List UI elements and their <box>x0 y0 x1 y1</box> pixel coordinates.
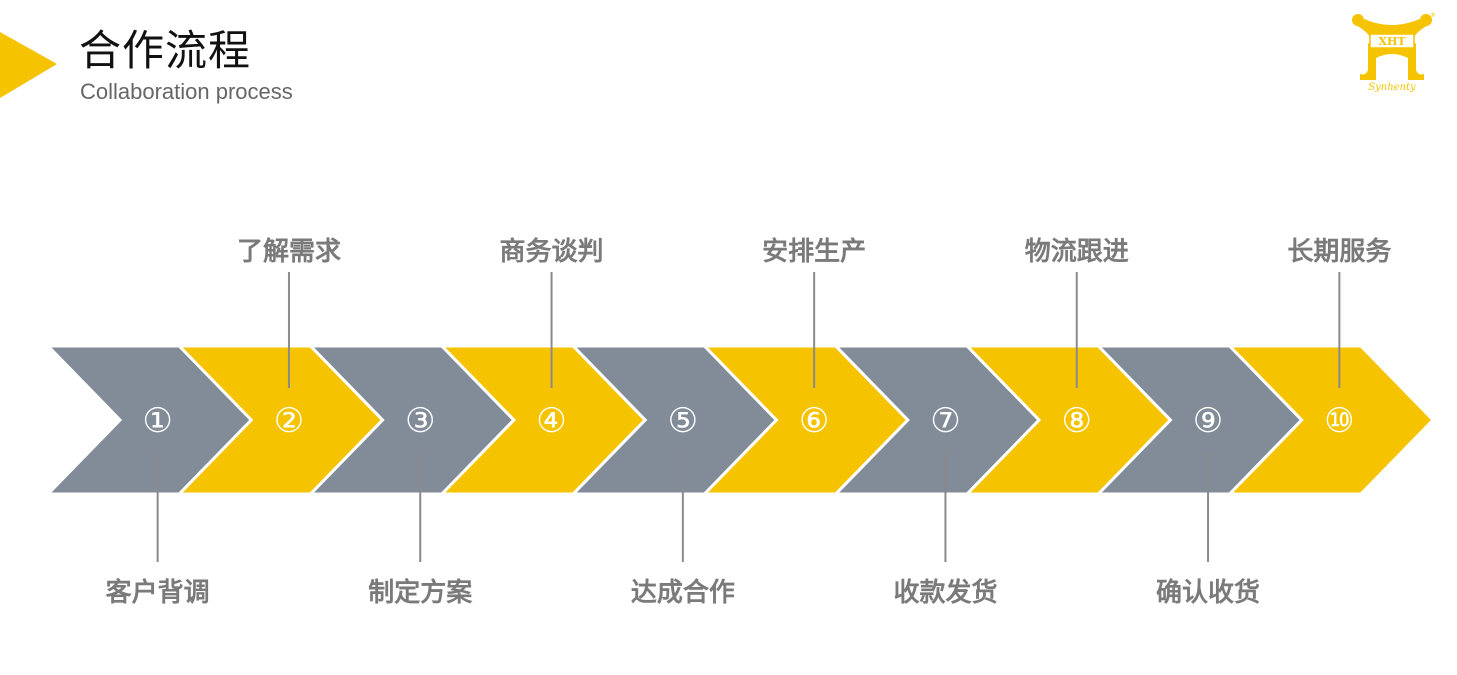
step-number-9: ⑨ <box>1193 401 1223 441</box>
step-number-1: ① <box>142 401 172 441</box>
step-number-3: ③ <box>405 401 435 441</box>
logo-script: Synhenty <box>1368 82 1416 92</box>
step-number-5: ⑤ <box>668 401 698 441</box>
step-number-10: ⑩ <box>1324 401 1354 441</box>
logo-registered-mark: ® <box>1430 12 1436 19</box>
step-number-2: ② <box>274 401 304 441</box>
logo-text: XHT <box>1378 35 1406 48</box>
step-label-1: 客户背调 <box>106 577 210 608</box>
step-label-7: 收款发货 <box>893 577 997 608</box>
step-label-6: 安排生产 <box>762 237 866 267</box>
chevron-step-10 <box>1226 344 1436 496</box>
step-number-8: ⑧ <box>1062 401 1092 441</box>
step-number-6: ⑥ <box>799 401 829 441</box>
step-label-5: 达成合作 <box>631 577 735 608</box>
corner-triangle-decoration <box>0 32 57 98</box>
step-label-2: 了解需求 <box>237 237 341 267</box>
page-subtitle: Collaboration process <box>80 79 293 104</box>
step-label-9: 确认收货 <box>1156 577 1260 608</box>
xht-logo: XHT ® Synhenty <box>1352 12 1436 92</box>
step-label-10: 长期服务 <box>1287 237 1391 267</box>
step-number-4: ④ <box>536 401 566 441</box>
step-label-8: 物流跟进 <box>1025 237 1129 267</box>
step-label-4: 商务谈判 <box>500 236 604 267</box>
logo-plate <box>1369 33 1415 49</box>
page-title: 合作流程 <box>79 26 252 75</box>
step-label-3: 制定方案 <box>368 577 473 608</box>
step-number-7: ⑦ <box>930 401 960 441</box>
